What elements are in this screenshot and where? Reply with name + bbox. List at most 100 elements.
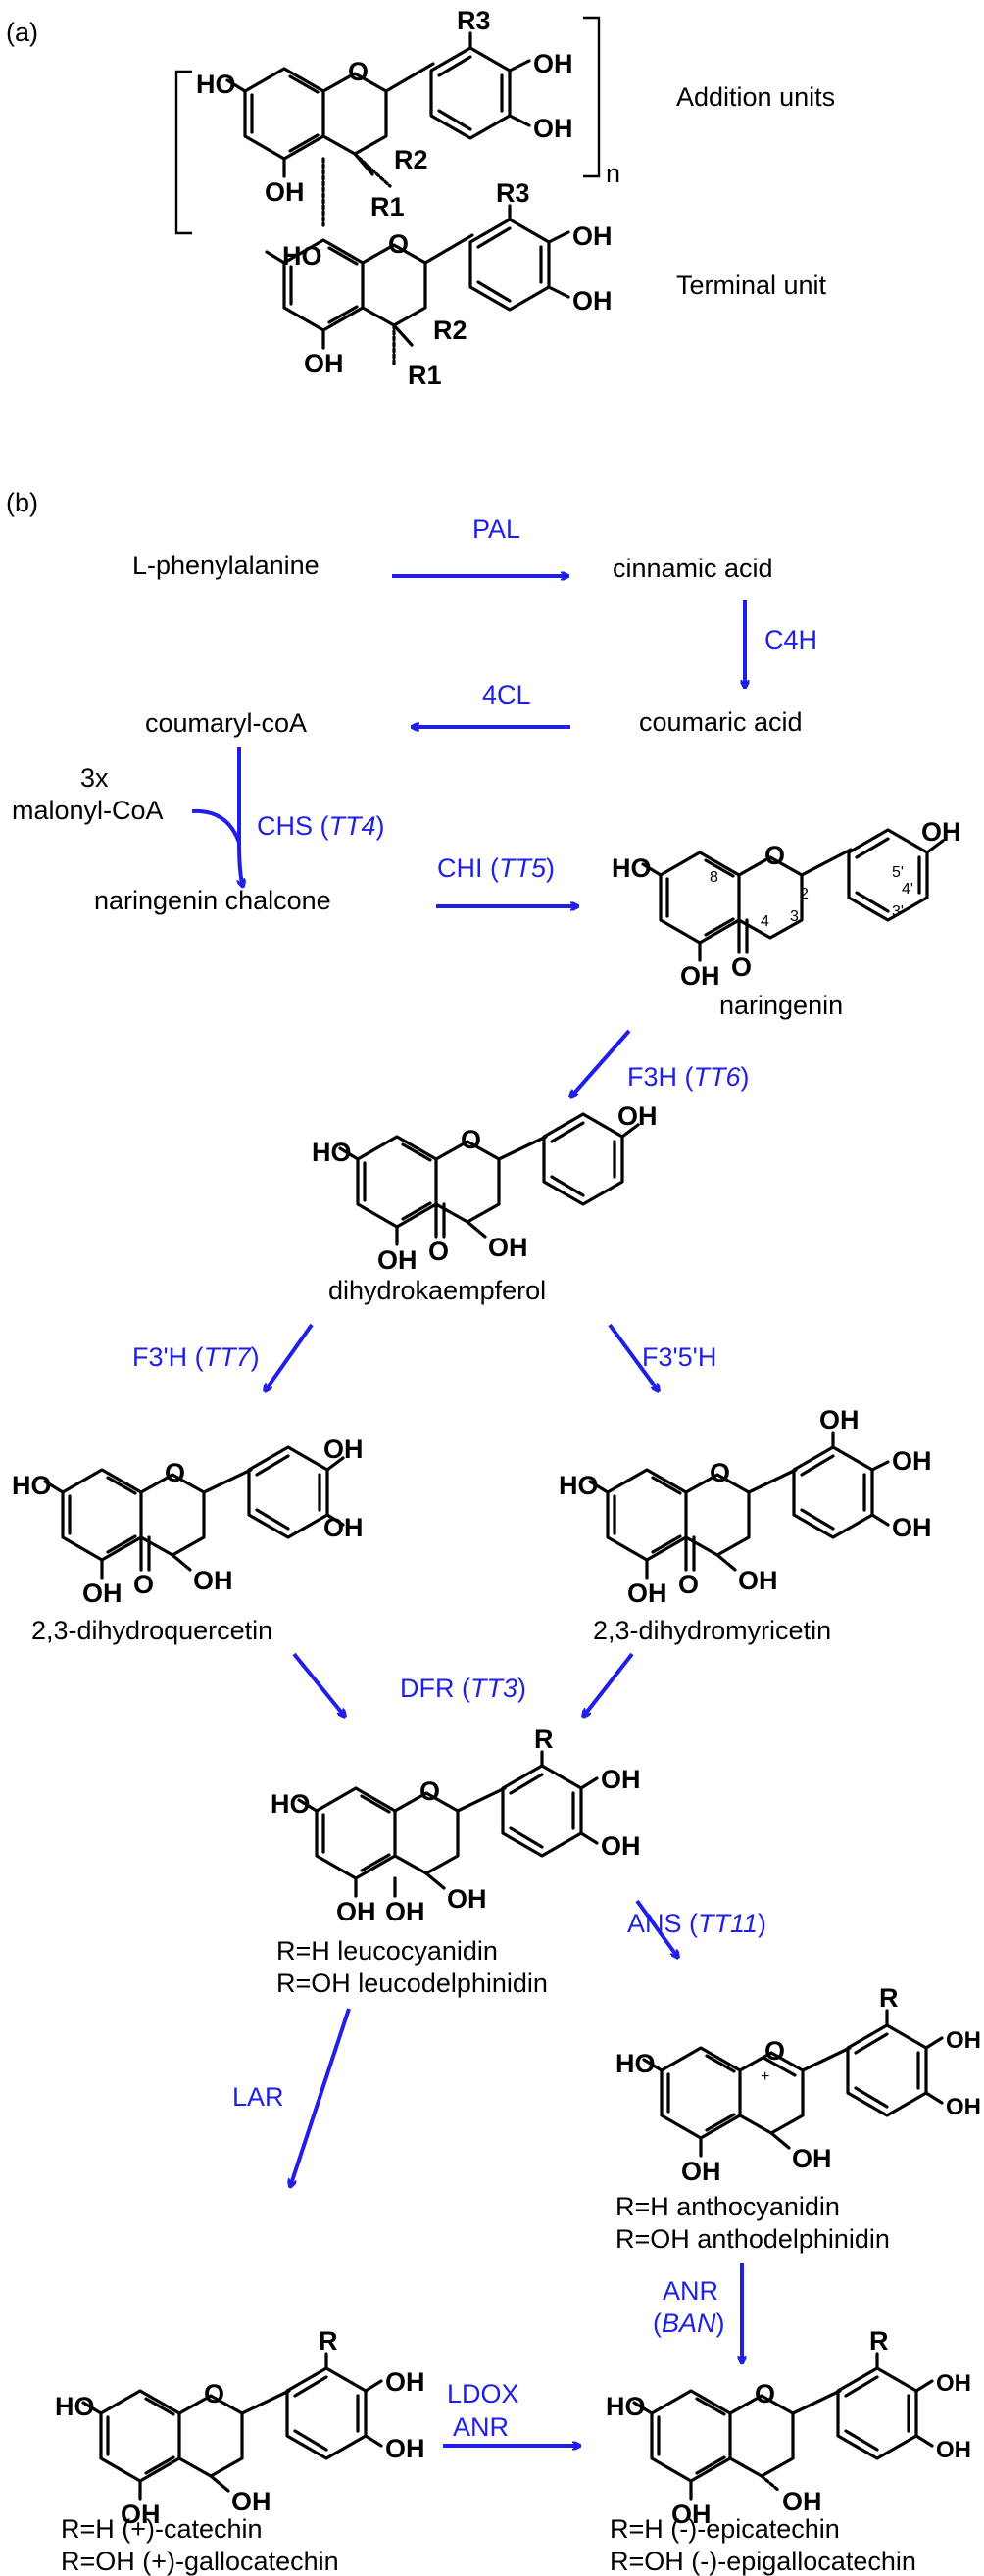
catechin-label: R=H (+)-catechin <box>61 2514 263 2544</box>
cinnamic-acid: cinnamic acid <box>613 554 773 583</box>
svg-text:2: 2 <box>800 886 809 902</box>
svg-text:O: O <box>419 1776 440 1806</box>
svg-text:4: 4 <box>761 913 769 930</box>
svg-text:HO: HO <box>282 241 322 270</box>
svg-text:5': 5' <box>892 864 904 881</box>
terminal-unit-structure: HO O OH OH OH R3 R2 R1 <box>265 178 613 390</box>
svg-text:HO: HO <box>12 1471 52 1500</box>
svg-text:4': 4' <box>902 881 913 898</box>
svg-text:R: R <box>319 2326 338 2356</box>
addition-units-label: Addition units <box>676 82 835 112</box>
svg-text:OH: OH <box>488 1233 528 1262</box>
svg-text:HO: HO <box>55 2392 95 2421</box>
svg-text:OH: OH <box>936 2437 971 2463</box>
dihydromyricetin: 2,3-dihydromyricetin <box>593 1616 831 1645</box>
naringenin-chalcone: naringenin chalcone <box>94 886 331 915</box>
catechin-structure: HO O R OH OH OH OH <box>55 2326 425 2529</box>
svg-text:O: O <box>764 841 785 870</box>
svg-text:OH: OH <box>304 349 344 378</box>
svg-text:O: O <box>731 952 752 982</box>
svg-text:OH: OH <box>572 286 613 316</box>
enzyme-anr: ANR <box>663 2276 718 2306</box>
svg-text:OH: OH <box>892 1513 932 1542</box>
svg-text:OH: OH <box>936 2370 971 2397</box>
naringenin: naringenin <box>719 991 843 1020</box>
svg-text:OH: OH <box>385 2367 425 2397</box>
panel-a-label: (a) <box>6 18 38 47</box>
svg-text:OH: OH <box>231 2487 271 2516</box>
a-r2-top: R2 <box>394 145 428 174</box>
dihydroquercetin: 2,3-dihydroquercetin <box>31 1616 272 1645</box>
svg-text:O: O <box>388 229 409 259</box>
a-r3-top: R3 <box>457 6 491 35</box>
malonyl-coa: malonyl-CoA <box>12 796 164 825</box>
enzyme-f3h: F3H (TT6) <box>627 1062 750 1092</box>
malonyl-count: 3x <box>80 763 109 793</box>
svg-text:OH: OH <box>572 221 613 251</box>
svg-text:OH: OH <box>946 2027 981 2054</box>
svg-text:R: R <box>879 1983 899 2013</box>
svg-text:O: O <box>755 2379 775 2408</box>
l-phenylalanine: L-phenylalanine <box>132 551 320 580</box>
svg-text:OH: OH <box>377 1245 418 1275</box>
arrow-malonyl-join <box>191 808 241 844</box>
svg-text:HO: HO <box>615 2049 656 2078</box>
arrow-f3ph <box>265 1323 314 1391</box>
svg-text:O: O <box>348 57 369 86</box>
svg-text:HO: HO <box>312 1138 352 1167</box>
arrow-f35h <box>608 1323 659 1391</box>
dihydromyricetin-structure: HO O OH OH OH OH O OH <box>559 1405 932 1608</box>
svg-text:O: O <box>678 1570 699 1599</box>
svg-text:OH: OH <box>193 1566 233 1595</box>
dihydroquercetin-structure: HO O OH OH OH O OH <box>12 1434 364 1608</box>
svg-text:OH: OH <box>447 1884 487 1914</box>
svg-text:R: R <box>869 2326 889 2356</box>
svg-text:OH: OH <box>82 1579 123 1608</box>
a-r1-top: R1 <box>370 192 405 221</box>
svg-text:HO: HO <box>606 2392 646 2421</box>
epicatechin-label: R=H (-)-epicatechin <box>610 2514 840 2544</box>
svg-text:OH: OH <box>782 2487 822 2516</box>
enzyme-chi: CHI (TT5) <box>437 853 555 883</box>
svg-text:HO: HO <box>196 70 236 99</box>
svg-text:OH: OH <box>265 177 305 207</box>
a-r3-bottom: R3 <box>496 178 530 208</box>
svg-text:O: O <box>204 2379 224 2408</box>
svg-text:3': 3' <box>892 903 904 920</box>
svg-text:HO: HO <box>271 1789 311 1819</box>
repeat-n: n <box>606 159 620 188</box>
arrow-dfr-left <box>292 1652 345 1717</box>
svg-text:OH: OH <box>385 1897 425 1926</box>
svg-text:OH: OH <box>671 2500 712 2529</box>
epicatechin-structure: HO O R OH OH OH OH <box>606 2326 971 2529</box>
a-r2-bottom: R2 <box>433 316 467 345</box>
epigallocatechin-label: R=OH (-)-epigallocatechin <box>610 2547 916 2576</box>
arrow-lar <box>290 2008 351 2187</box>
svg-text:OH: OH <box>738 1566 778 1595</box>
svg-text:OH: OH <box>336 1897 376 1926</box>
arrow-chs <box>239 747 243 887</box>
svg-text:OH: OH <box>627 1579 667 1608</box>
addition-unit-structure: HO O OH OH OH R3 R2 R1 <box>196 6 573 227</box>
svg-text:8: 8 <box>710 869 718 886</box>
svg-text:OH: OH <box>892 1446 932 1476</box>
enzyme-pal: PAL <box>472 514 520 544</box>
svg-text:OH: OH <box>601 1765 641 1794</box>
svg-text:OH: OH <box>121 2500 161 2529</box>
svg-text:O: O <box>133 1570 154 1599</box>
svg-text:O: O <box>165 1458 185 1487</box>
svg-text:OH: OH <box>921 817 961 847</box>
arrow-ans <box>635 1899 678 1958</box>
dihydrokaempferol-structure: HO O OH OH O OH <box>312 1101 658 1275</box>
svg-text:OH: OH <box>946 2094 981 2120</box>
svg-text:O: O <box>710 1458 730 1487</box>
svg-text:OH: OH <box>323 1434 364 1464</box>
enzyme-anr2: ANR <box>453 2412 509 2442</box>
arrow-dfr-right <box>583 1652 634 1717</box>
svg-text:OH: OH <box>385 2434 425 2463</box>
repeat-bracket-left <box>174 70 192 235</box>
svg-text:OH: OH <box>617 1101 658 1131</box>
svg-text:O: O <box>461 1125 481 1154</box>
terminal-unit-label: Terminal unit <box>676 270 827 300</box>
coumaric-acid: coumaric acid <box>639 707 803 737</box>
